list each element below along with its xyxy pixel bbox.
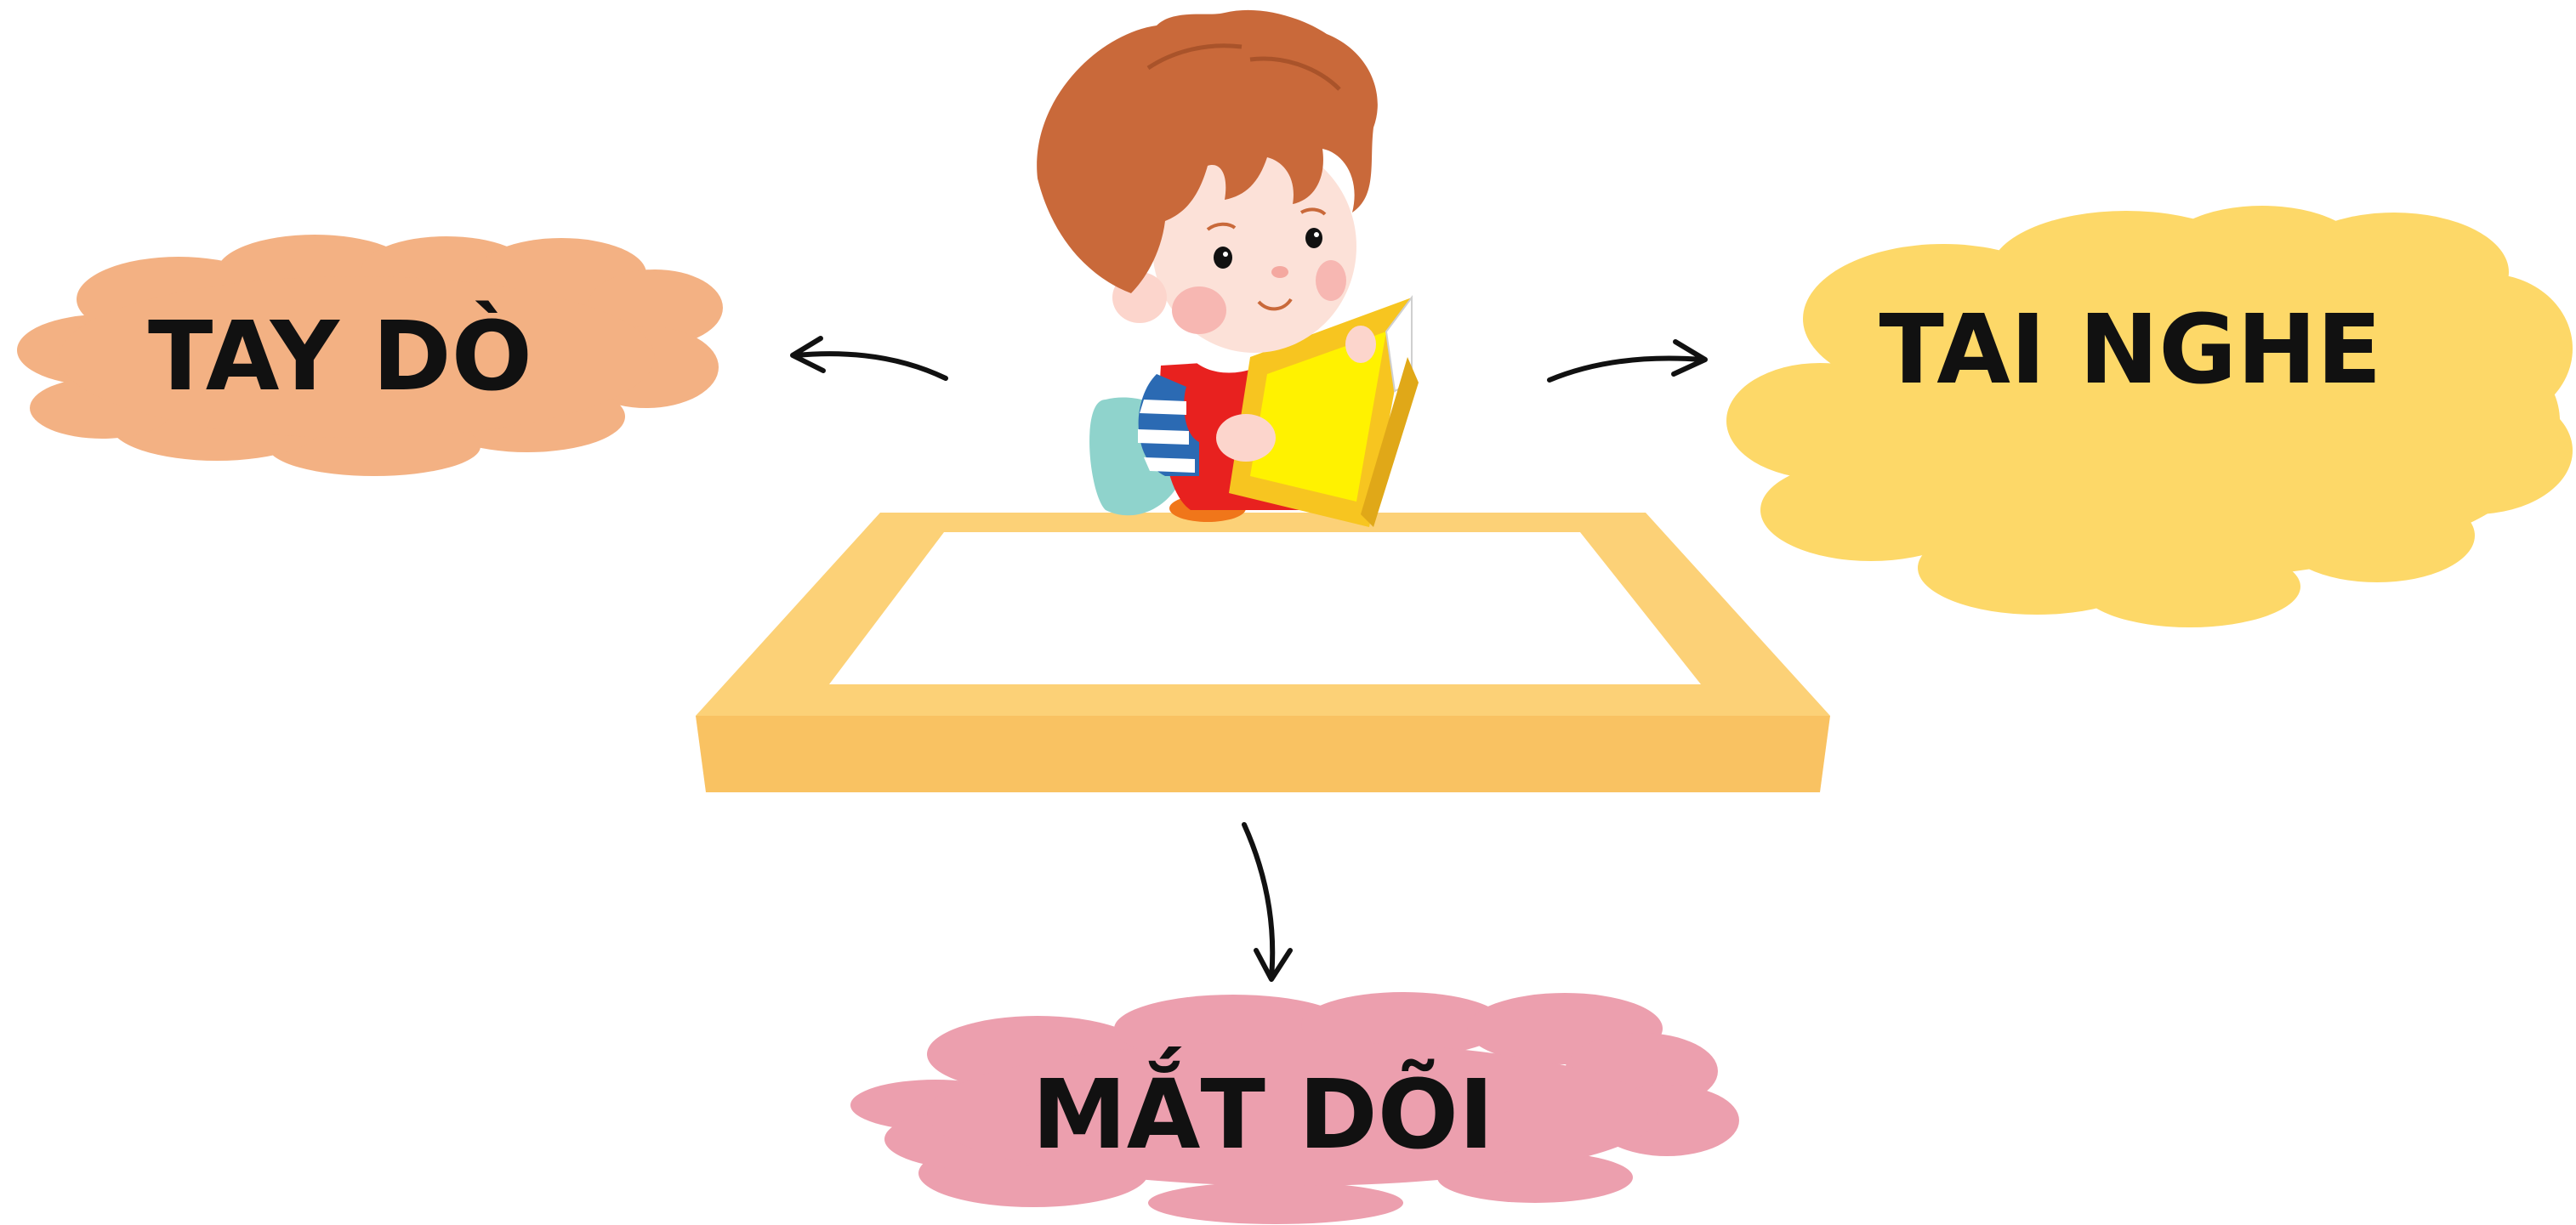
cloud-label-bottom: MẮT DÕI [1032, 1068, 1493, 1163]
desk-paper [829, 532, 1701, 684]
desk-front [696, 716, 1830, 792]
cloud-label-left: TAY DÒ [148, 309, 532, 405]
arrow-down-icon [1244, 825, 1290, 979]
boy-reading-icon [1037, 10, 1419, 527]
cloud-label-right: TAI NGHE [1879, 303, 2382, 398]
arrow-left-icon [793, 338, 946, 378]
arrow-right-icon [1550, 342, 1705, 380]
desk [696, 513, 1830, 792]
cloud-right [1726, 206, 2573, 627]
